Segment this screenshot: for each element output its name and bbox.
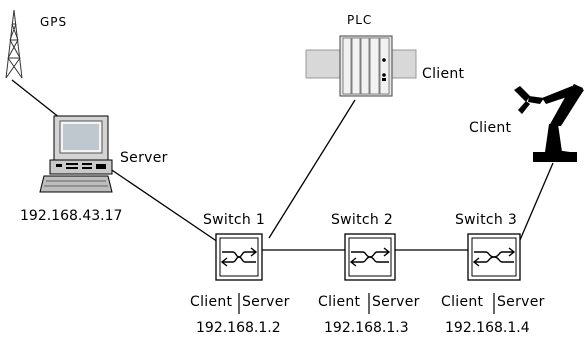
switch2-client-label: Client	[318, 294, 361, 310]
switch3-icon	[467, 233, 521, 281]
gps-label: GPS	[40, 15, 67, 29]
plc-icon	[305, 35, 417, 97]
computer-role-label: Server	[120, 150, 168, 166]
plc-label: PLC	[347, 13, 372, 27]
switch3-name: Switch 3	[455, 212, 517, 228]
switch2-server-label: Server	[372, 294, 420, 310]
switch1-name: Switch 1	[203, 212, 265, 228]
switch1-ip-label: 192.168.1.2	[196, 320, 281, 336]
gps-antenna-icon	[5, 9, 23, 79]
switch1-client-label: Client	[190, 294, 233, 310]
computer-icon	[39, 115, 113, 193]
switch1-server-label: Server	[242, 294, 290, 310]
robot-role-label: Client	[469, 120, 512, 136]
switch3-client-label: Client	[441, 294, 484, 310]
switch1-plc-link	[268, 99, 356, 239]
switch3-robot-link	[519, 162, 554, 241]
switch3-server-label: Server	[497, 294, 545, 310]
robot-arm-icon	[514, 84, 584, 162]
computer-ip-label: 192.168.43.17	[20, 208, 122, 224]
connection-lines	[11, 79, 554, 251]
plc-role-label: Client	[422, 66, 465, 82]
computer-switch1-link	[99, 161, 219, 243]
switch2-name: Switch 2	[331, 212, 393, 228]
switch3-ip-label: 192.168.1.4	[445, 320, 530, 336]
switch2-icon	[344, 233, 396, 281]
switch1-icon	[215, 233, 263, 281]
switch2-ip-label: 192.168.1.3	[324, 320, 409, 336]
gps-link	[11, 79, 61, 119]
